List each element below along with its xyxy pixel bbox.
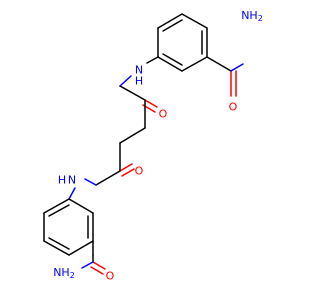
bond-nh-to-c-upper bbox=[119, 85, 146, 101]
label-nh2-bottom: NH2 bbox=[53, 266, 75, 280]
label-o-upper-chain: O bbox=[159, 108, 168, 121]
label-nh-bottom: N bbox=[68, 174, 76, 187]
bond-co-lower-2 bbox=[121, 168, 135, 177]
label-nh-top: N bbox=[135, 64, 143, 77]
label-o-bottom-amide: O bbox=[106, 270, 115, 283]
bond-nh-top-left bbox=[119, 75, 132, 87]
molecule-structure: NH2 O N H O O N H NH2 O bbox=[43, 9, 263, 283]
bond-co-lower-1 bbox=[119, 163, 133, 172]
label-h-top: H bbox=[135, 75, 143, 88]
bond-co-bottom-1 bbox=[92, 261, 106, 270]
bond-c-nh2-top bbox=[230, 63, 244, 72]
bond-c-to-nh-lower bbox=[95, 170, 121, 186]
bond-c-nh2-bottom bbox=[81, 261, 94, 269]
bond-nh-to-ring-lower bbox=[68, 187, 76, 200]
label-nh2-top: NH2 bbox=[241, 9, 263, 23]
bond-ring-to-carbonyl-top bbox=[206, 56, 232, 72]
label-o-top-amide: O bbox=[229, 101, 238, 114]
bond-ring-to-nh-top bbox=[146, 56, 159, 64]
label-h-bottom: H bbox=[58, 174, 66, 187]
bond-co-upper-1 bbox=[144, 99, 158, 108]
bond-co-bottom-2 bbox=[90, 266, 104, 275]
label-o-lower-chain: O bbox=[135, 165, 144, 178]
top-benzene-ring bbox=[157, 13, 208, 72]
bond-nh-lower bbox=[84, 178, 97, 186]
bond-chain-2 bbox=[119, 127, 146, 144]
bottom-benzene-ring bbox=[43, 198, 94, 256]
